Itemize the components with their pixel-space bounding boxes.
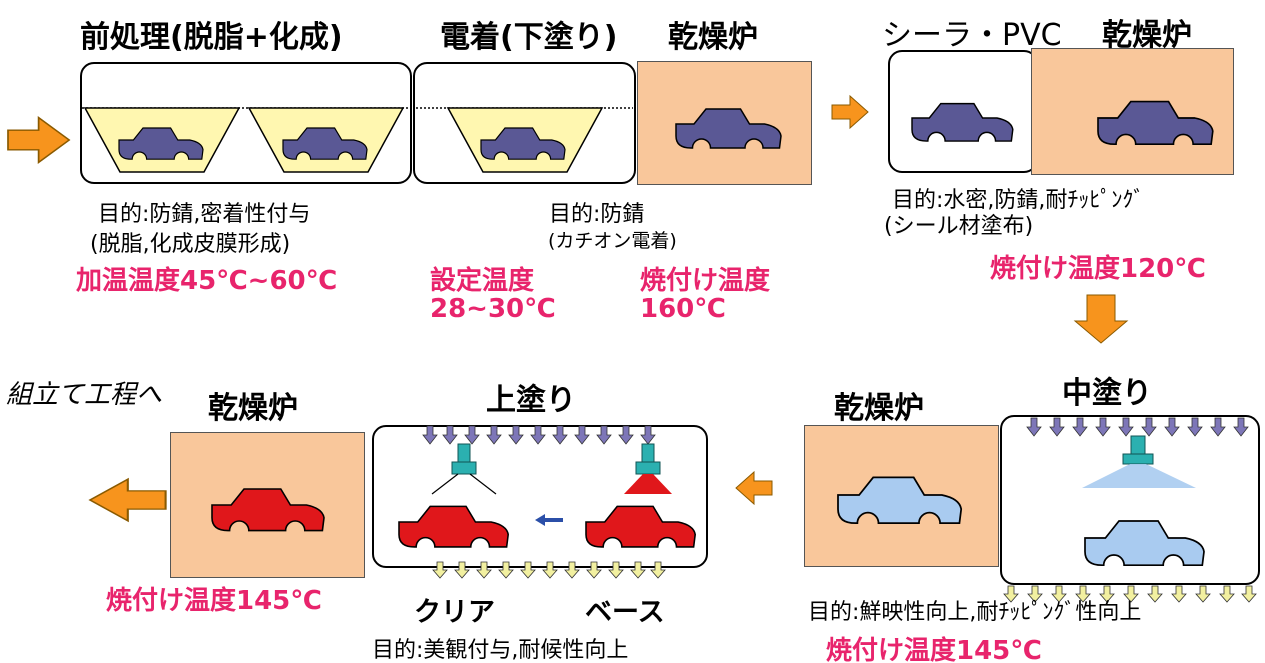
pretreatment-purpose-detail: (脱脂,化成皮膜形成) (90, 232, 291, 257)
clear-coat-label: クリア (414, 597, 495, 628)
top-coat-title: 上塗り (486, 383, 576, 418)
top-coat-exhaust-arrows (432, 561, 666, 579)
base-coat-label: ベース (585, 597, 665, 628)
pretreatment-temperature: 加温温度45℃~60℃ (76, 266, 338, 296)
top-coat-purpose: 目的:美観付与,耐候性向上 (372, 638, 629, 663)
middle-coat-bake-temperature: 焼付け温度145℃ (826, 636, 1042, 663)
base-spray-gun (624, 443, 672, 494)
middle-coat-spray-gun (1082, 435, 1196, 488)
sealer-purpose-detail: (シール材塗布) (884, 214, 1034, 239)
middle-coat-purpose: 目的:鮮映性向上,耐ﾁｯﾋﾟﾝｸﾞ性向上 (808, 600, 1142, 625)
flow-arrow-down (1073, 294, 1129, 344)
car-oven-1 (675, 108, 782, 149)
electro-temperature-value: 28~30℃ (430, 294, 556, 324)
transfer-arrow (535, 514, 563, 526)
oven-1-temperature-label: 焼付け温度 (640, 266, 771, 296)
oven-1-temperature-value: 160℃ (640, 294, 726, 324)
electrodeposition-purpose: 目的:防錆 (549, 202, 645, 227)
car-oven-4 (211, 488, 325, 532)
car-oven-2 (1097, 100, 1214, 146)
car-oven-3 (837, 476, 963, 525)
top-coat-bake-temperature: 焼付け温度145℃ (106, 586, 322, 616)
oven-3-title: 乾燥炉 (834, 391, 924, 426)
car-top-coat-base (585, 505, 696, 548)
flow-arrow-3 (735, 471, 773, 505)
pretreatment-purpose: 目的:防錆,密着性付与 (98, 202, 311, 227)
flow-arrow-1 (7, 116, 71, 164)
oven-2-title: 乾燥炉 (1102, 18, 1192, 53)
clear-spray-gun (431, 443, 497, 495)
top-coat-supply-arrows (422, 425, 656, 445)
electrodeposition-purpose-detail: (カチオン電着) (548, 230, 677, 252)
car-middle-coat (1084, 520, 1205, 567)
flow-arrow-2 (831, 95, 869, 129)
sealer-bake-temperature: 焼付け温度120℃ (990, 254, 1206, 284)
sealer-purpose: 目的:水密,防錆,耐ﾁｯﾋﾟﾝｸﾞ (892, 188, 1145, 213)
oven-1-title: 乾燥炉 (668, 20, 758, 55)
car-top-coat-clear (398, 505, 509, 548)
to-assembly-label: 組立て工程へ (6, 380, 163, 410)
flow-arrow-4 (88, 478, 167, 522)
sealer-title: シーラ・PVC (882, 18, 1062, 53)
car-sealer (911, 102, 1014, 142)
oven-4-title: 乾燥炉 (208, 391, 298, 426)
middle-coat-title: 中塗り (1062, 376, 1152, 411)
pretreatment-title: 前処理(脱脂+化成) (80, 20, 343, 55)
middle-coat-supply-arrows (1026, 417, 1249, 437)
electrodeposition-title: 電着(下塗り) (440, 20, 618, 55)
electro-temperature-label: 設定温度 (430, 266, 535, 296)
